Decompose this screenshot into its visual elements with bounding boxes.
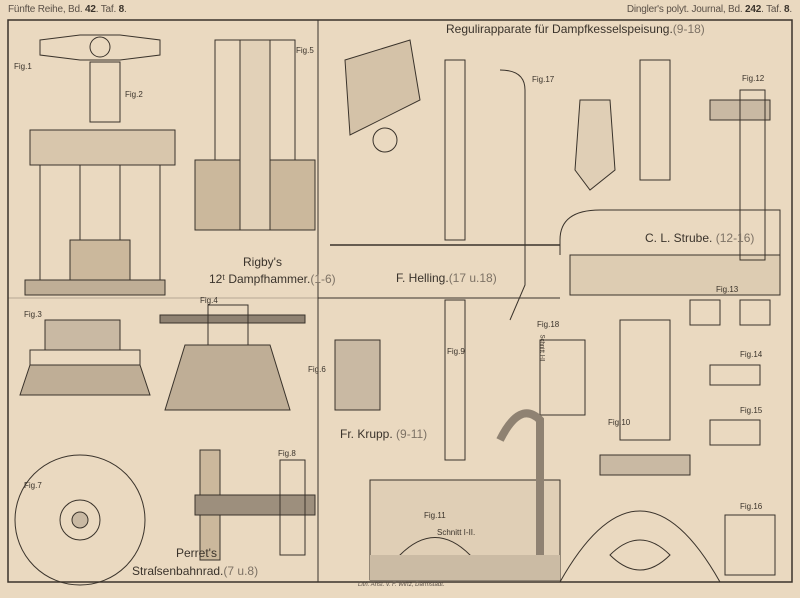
fig6-drawing: [334, 339, 381, 411]
fig12-drawing: [559, 59, 781, 296]
fig-label: Fig.4: [200, 296, 218, 305]
caption-rigby: Rigby's: [243, 255, 282, 269]
caption-krupp: Fr. Krupp. (9-11): [340, 427, 428, 441]
fig8-drawing: [194, 449, 316, 561]
fig13-16-drawings: [689, 299, 776, 576]
fig-label: Fig.1: [14, 62, 32, 71]
plate-title: Regulirapparate für Dampfkesselspeisung.…: [446, 22, 705, 36]
caption-dampfhammer: 12ᵗ Dampfhammer.(1-6): [209, 272, 336, 286]
fig-label: Fig.6: [308, 365, 326, 374]
header-left: Fünfte Reihe, Bd. 42. Taf. 8.: [8, 4, 127, 15]
lithographer-imprint: Lith. Anst. v. F. Wirtz, Darmstadt.: [358, 582, 445, 588]
fig-label: Fig.13: [716, 285, 739, 294]
fig10-drawing: [559, 319, 721, 583]
fig-label: Fig.7: [24, 481, 42, 490]
fig7-wheel-drawing: [14, 454, 146, 586]
fig-label: Fig.18: [537, 320, 560, 329]
caption-schnitt: Schnitt I-II.: [437, 528, 476, 537]
fig9-drawing: [369, 299, 561, 581]
caption-schnitt-fig18: Schnitt I-II: [538, 334, 545, 362]
fig5-drawing: [194, 39, 316, 231]
fig-label: Fig.11: [424, 511, 446, 520]
caption-strassenbahnrad: Straſsenbahnrad.(7 u.8): [132, 564, 259, 578]
fig4-drawing: [159, 304, 306, 411]
fig-label: Fig.12: [742, 74, 765, 83]
fig17-drawing: [330, 39, 560, 321]
caption-helling: F. Helling.(17 u.18): [396, 271, 497, 285]
caption-strube: C. L. Strube. (12-16): [645, 231, 755, 245]
fig-label: Fig.16: [740, 502, 763, 511]
steam-hammer-drawing: [24, 61, 176, 296]
fig-label: Fig.15: [740, 406, 763, 415]
fig18-drawing: [539, 339, 586, 416]
fig-label: Fig.2: [125, 90, 143, 99]
fig3-drawing: [19, 319, 151, 396]
header-right: Dingler's polyt. Journal, Bd. 242. Taf. …: [626, 4, 792, 15]
plate-frame: [7, 19, 793, 583]
fig-label: Fig.10: [608, 418, 631, 427]
caption-perret: Perret's: [176, 546, 217, 560]
fig-label: Fig.14: [740, 350, 763, 359]
fig-label: Fig.3: [24, 310, 42, 319]
fig-label: Fig.17: [532, 75, 555, 84]
fig-label: Fig.8: [278, 449, 296, 458]
fig-label: Fig.9: [447, 347, 465, 356]
fig-label: Fig.5: [296, 46, 314, 55]
fig1-drawing: [39, 34, 161, 61]
